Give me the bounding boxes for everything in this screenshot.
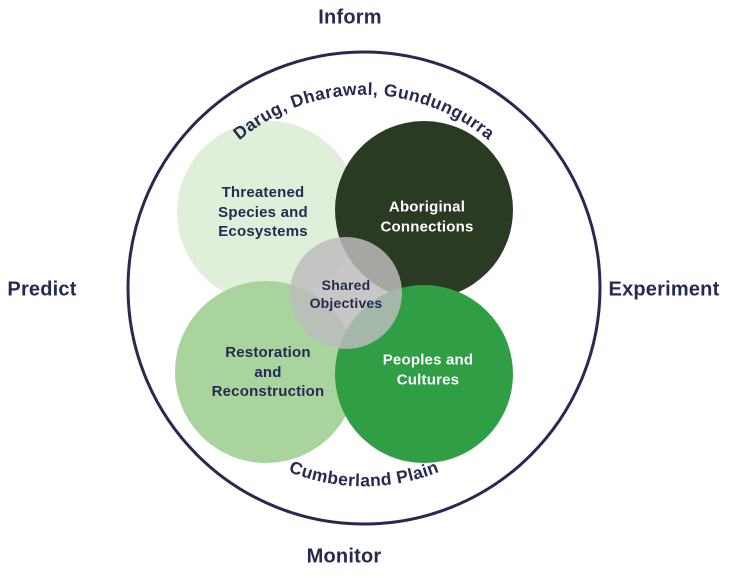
label-threatened-species: Threatened Species and Ecosystems [218, 183, 308, 240]
axis-label-predict: Predict [7, 278, 77, 301]
label-shared-objectives: Shared Objectives [309, 276, 383, 311]
circle-shared-objectives [290, 237, 402, 349]
label-aboriginal-connections: Aboriginal Connections [380, 198, 474, 236]
axis-label-monitor: Monitor [306, 545, 382, 568]
axis-label-experiment: Experiment [608, 278, 720, 301]
axis-label-inform: Inform [318, 6, 382, 29]
label-peoples-cultures: Peoples and Cultures [382, 351, 474, 389]
label-restoration-reconstruction: Restoration and Reconstruction [211, 343, 325, 400]
